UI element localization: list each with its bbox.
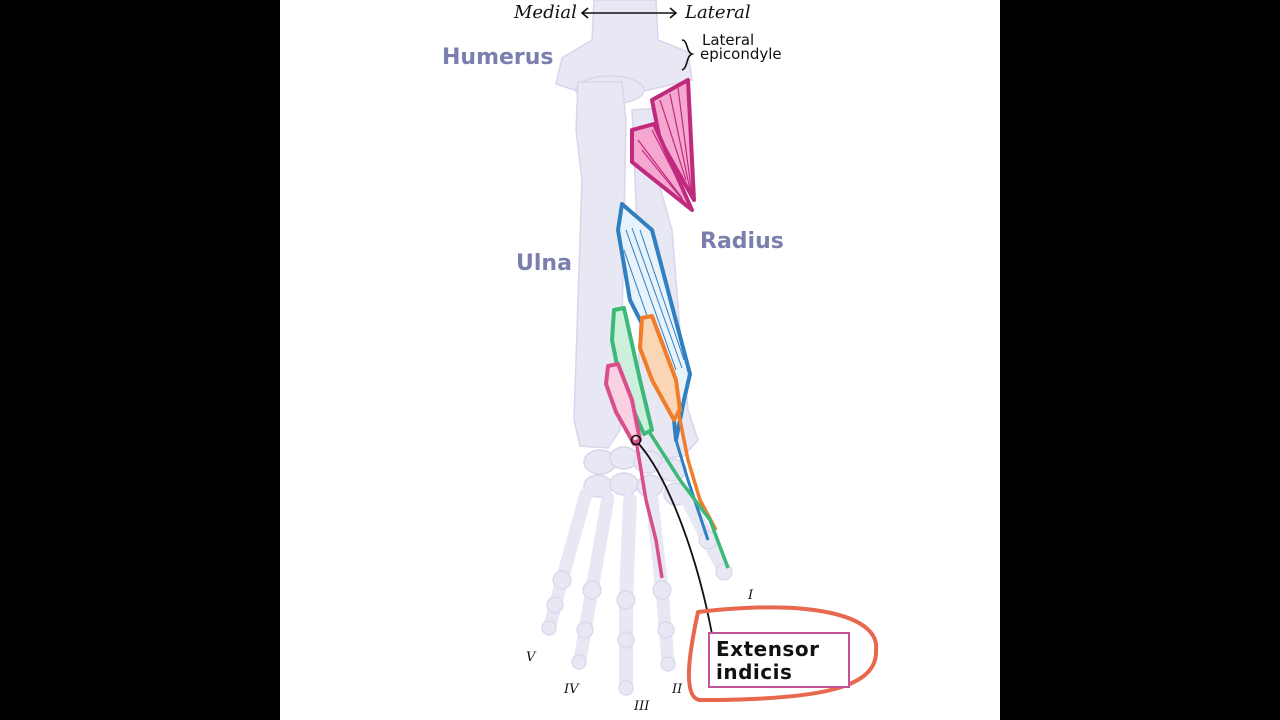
muscle-extensor-indicis (604, 362, 664, 579)
muscle-green (610, 306, 730, 569)
digit-label-ii: II (672, 682, 683, 697)
callout-line1: Extensor (716, 637, 820, 661)
callout-frame (686, 605, 879, 702)
diagram-canvas: Medial Lateral Humerus Ulna Radius Later… (280, 0, 1000, 720)
digit-label-i: I (748, 588, 754, 603)
bone-joints (541, 530, 733, 696)
medial-lateral-arrow-icon (580, 7, 678, 19)
ulna-bone (573, 81, 627, 449)
callout-box: Extensor indicis (708, 632, 850, 688)
lateral-label: Lateral (685, 2, 751, 23)
medial-label: Medial (514, 2, 577, 23)
epicondyle-label-line1: Lateral (702, 31, 755, 49)
humerus-label: Humerus (442, 45, 554, 70)
digit-label-iv: IV (564, 682, 579, 697)
callout-line2: indicis (716, 660, 793, 684)
digit-label-iii: III (634, 699, 650, 714)
epicondyle-label-line2: epicondyle (700, 45, 782, 63)
digit-label-v: V (526, 650, 536, 665)
muscle-pink-upper (630, 78, 696, 212)
epicondyle-bracket (681, 39, 695, 71)
forearm-illustration (541, 0, 879, 702)
callout-pointer (630, 434, 713, 635)
ulna-label: Ulna (516, 251, 572, 276)
radius-label: Radius (700, 229, 784, 254)
